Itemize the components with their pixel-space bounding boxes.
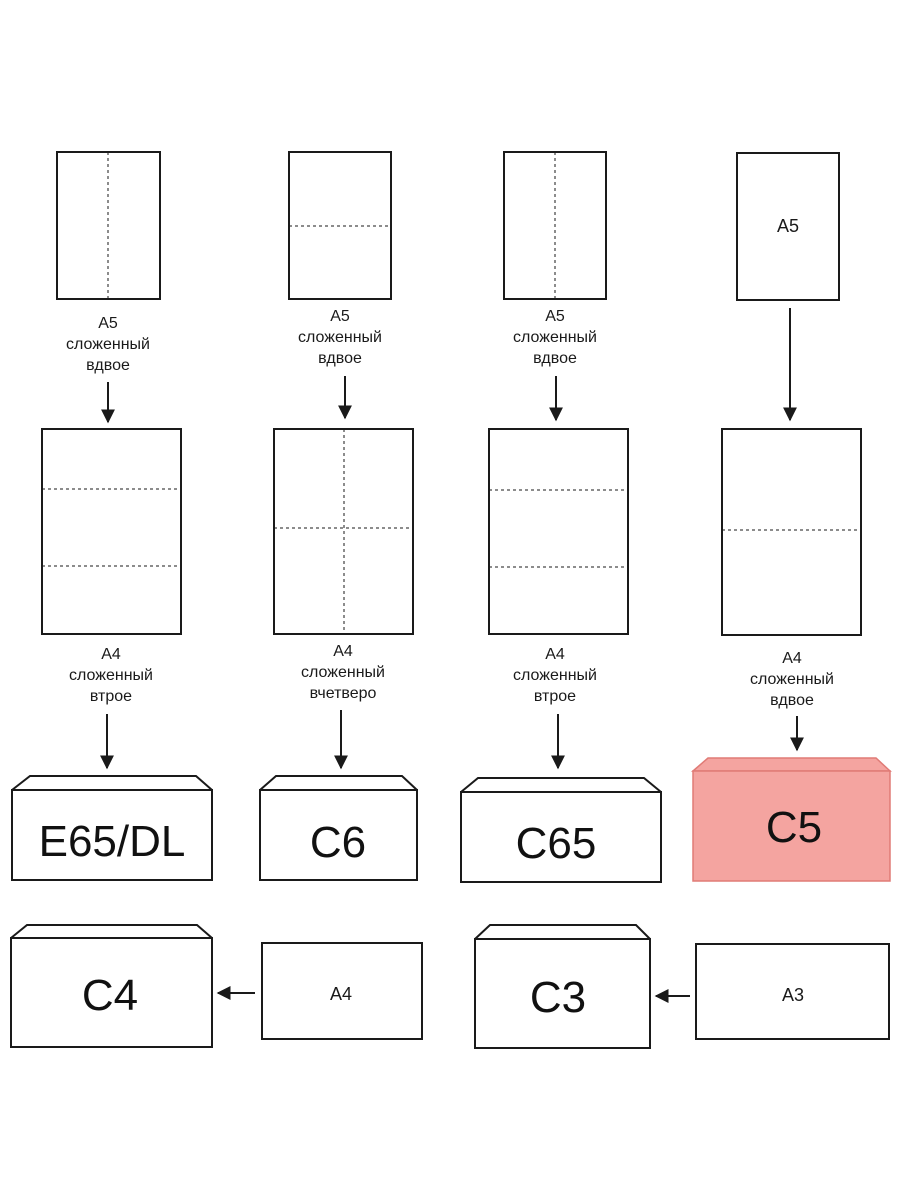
caption-line: сложенный — [298, 329, 382, 346]
caption-line: A4 — [101, 646, 121, 663]
caption-line: вдвое — [770, 692, 814, 709]
caption-line: сложенный — [750, 671, 834, 688]
envelope-label: C6 — [310, 818, 366, 867]
caption-line: A5 — [330, 308, 350, 325]
a5-sheet — [736, 152, 840, 301]
caption-line: сложенный — [66, 336, 150, 353]
caption-line: сложенный — [513, 329, 597, 346]
sheet-label: A3 — [782, 985, 804, 1005]
envelope: C65 — [460, 777, 662, 883]
column-1: A5 сложенный вдвое A4 сложенный втрое E6… — [11, 151, 213, 881]
envelope-label: E65/DL — [39, 817, 186, 866]
envelope-label: C5 — [766, 803, 822, 852]
envelope-body — [692, 770, 891, 882]
caption-line: вдвое — [318, 350, 362, 367]
envelope: C3 — [474, 924, 651, 1049]
envelope-highlighted: C5 — [690, 757, 892, 882]
caption-line: сложенный — [513, 667, 597, 684]
envelope-flap — [690, 757, 892, 772]
envelope-label: C3 — [530, 973, 586, 1022]
envelope: C6 — [259, 775, 418, 881]
caption-line: A4 — [782, 650, 802, 667]
a4-sheet — [41, 428, 182, 635]
caption-line: вдвое — [86, 357, 130, 374]
envelope-label: C65 — [516, 819, 597, 868]
bottom-pair-c3: C3 A3 — [474, 924, 890, 1049]
sheet-label: A5 — [777, 216, 799, 236]
caption-line: втрое — [90, 688, 132, 705]
sheet-label: A4 — [330, 984, 352, 1004]
envelope-label: C4 — [82, 971, 138, 1020]
a3-sheet — [695, 943, 890, 1040]
column-3: A5 сложенный вдвое A4 сложенный втрое C6… — [460, 151, 662, 883]
a4-sheet — [721, 428, 862, 636]
envelope: C4 — [10, 924, 213, 1048]
caption-line: сложенный — [69, 667, 153, 684]
a4-sheet — [488, 428, 629, 635]
column-2: A5 сложенный вдвое A4 сложенный вчетверо… — [259, 151, 418, 881]
caption-line: сложенный — [301, 664, 385, 681]
caption-line: вчетверо — [310, 685, 377, 702]
column-4: A5 A4 сложенный вдвое C5 — [690, 152, 892, 882]
envelope: E65/DL — [11, 775, 213, 881]
caption-line: A5 — [545, 308, 565, 325]
caption-line: втрое — [534, 688, 576, 705]
a4-sheet — [261, 942, 423, 1040]
caption-line: A4 — [545, 646, 565, 663]
caption-line: A5 — [98, 315, 118, 332]
caption-line: A4 — [333, 643, 353, 660]
bottom-pair-c4: C4 A4 — [10, 924, 423, 1048]
caption-line: вдвое — [533, 350, 577, 367]
